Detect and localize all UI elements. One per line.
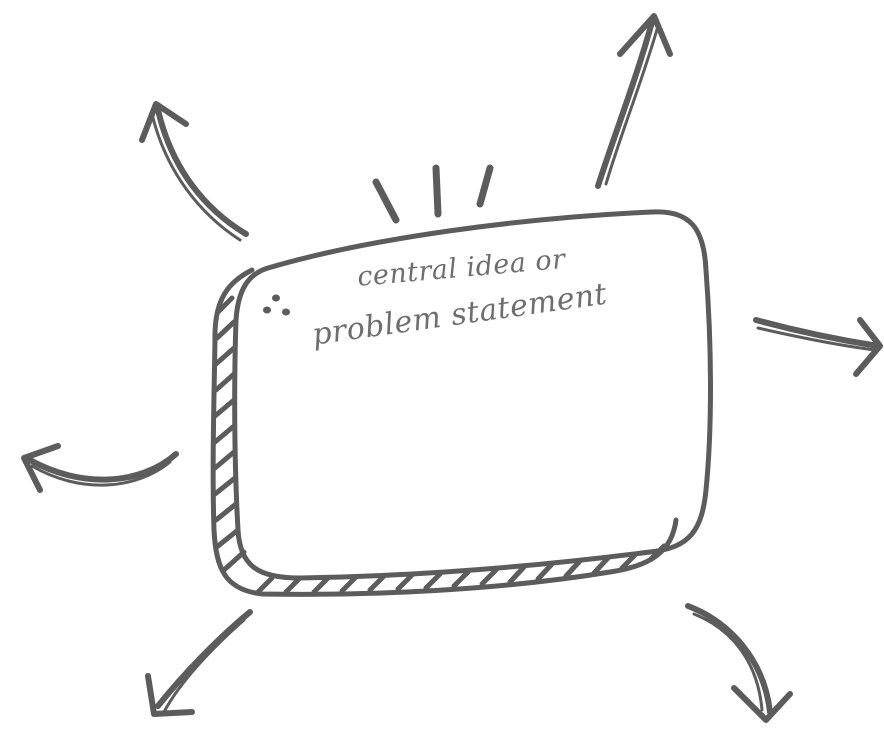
- arrow-left: [21, 443, 179, 493]
- sparkle-dots: [263, 294, 290, 316]
- arrow-up-left: [139, 101, 249, 242]
- bottom-hatch-band: [255, 543, 667, 595]
- left-hatch-band: [212, 295, 247, 573]
- arrow-down-left: [145, 609, 253, 717]
- emphasis-lines: [372, 164, 494, 224]
- arrow-down-right: [685, 603, 793, 723]
- arrow-up-right: [595, 13, 673, 189]
- arrow-right: [753, 317, 883, 377]
- central-idea-box: [210, 209, 713, 597]
